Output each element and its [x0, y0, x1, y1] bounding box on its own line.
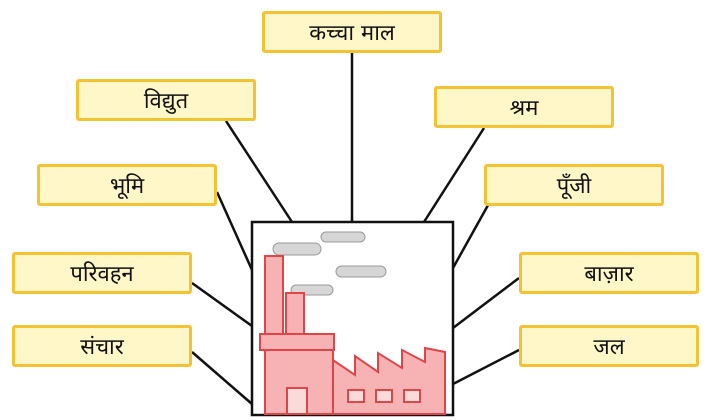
label-transport: परिवहन	[12, 252, 192, 294]
label-land: भूमि	[37, 164, 217, 206]
roof-beam	[259, 333, 335, 351]
connector-communication	[191, 351, 253, 405]
smoke-cloud	[320, 231, 366, 243]
label-communication: संचार	[12, 325, 192, 367]
connector-labor	[422, 127, 486, 223]
connector-electricity	[224, 120, 294, 223]
smoke-cloud	[272, 242, 322, 256]
factory-icon	[259, 255, 446, 415]
short-chimney	[285, 292, 305, 337]
factory-window	[403, 389, 421, 403]
factory-window	[347, 389, 365, 403]
connector-capital	[451, 197, 494, 269]
connector-market	[452, 277, 520, 329]
label-labor: श्रम	[434, 86, 614, 128]
connector-land	[215, 191, 254, 271]
label-raw-material: कच्चा माल	[262, 11, 442, 53]
smoke-cloud	[335, 265, 387, 278]
connector-transport	[191, 281, 253, 328]
label-market: बाज़ार	[519, 252, 699, 294]
factory-door	[286, 387, 308, 415]
connector-water	[452, 348, 520, 386]
label-capital: पूँजी	[484, 164, 664, 206]
label-water: जल	[519, 325, 699, 367]
tall-chimney	[264, 255, 284, 337]
label-electricity: विद्युत	[76, 79, 256, 121]
factory-window	[375, 389, 393, 403]
